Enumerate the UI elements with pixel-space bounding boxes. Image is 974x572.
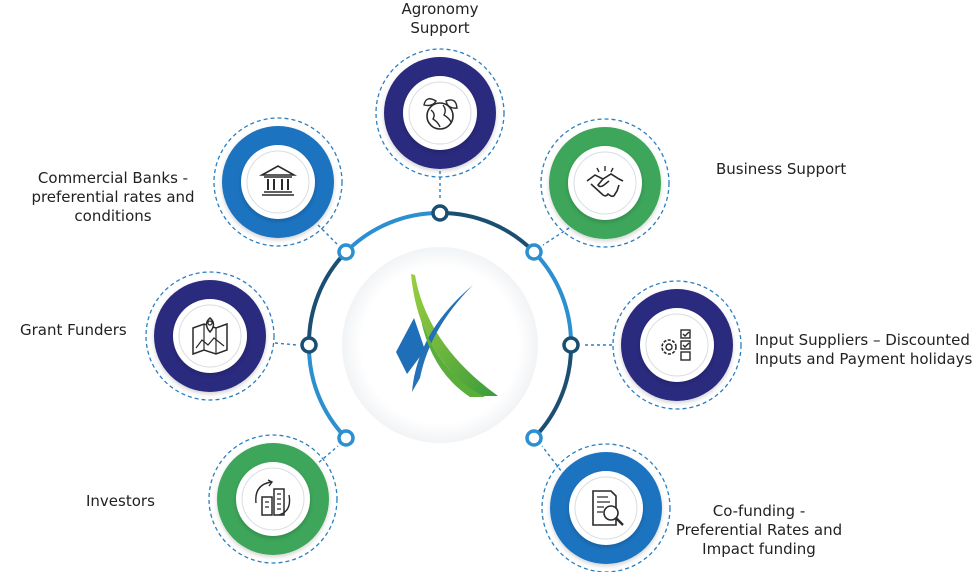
inner-ring-business <box>573 151 637 215</box>
ring-dot-input-suppliers <box>562 336 580 354</box>
map-pin-icon <box>192 317 228 356</box>
node-grant-funders <box>145 271 298 401</box>
inner-disc-commercial-banks <box>241 145 315 219</box>
ring-arc-top-left <box>344 210 442 254</box>
dashed-ring-business <box>540 118 670 248</box>
dashed-ring-commercial-banks <box>213 117 343 247</box>
dashed-ring-agronomy <box>375 48 505 178</box>
label-business: Business Support <box>716 160 847 178</box>
label-investors: Investors <box>86 492 155 510</box>
logo-blue-left-stroke <box>396 318 425 374</box>
ring-dot-grant-funders <box>300 336 318 354</box>
label-commercial-banks: Commercial Banks - preferential rates an… <box>31 169 195 225</box>
inner-ring-investors <box>241 467 305 531</box>
label-co-funding: Co-funding - Preferential Rates and Impa… <box>675 502 843 558</box>
gear-checklist-icon <box>661 329 691 361</box>
handshake-icon <box>586 166 624 198</box>
connector-commercial-banks <box>317 224 338 245</box>
node-co-funding <box>541 443 671 572</box>
connector-business <box>542 227 570 246</box>
ring-arc-left-lower <box>306 343 348 440</box>
node-input-suppliers <box>583 280 742 410</box>
ring-dot-investors <box>337 429 355 447</box>
node-agronomy <box>375 48 505 201</box>
dashed-ring-input-suppliers <box>612 280 742 410</box>
inner-ring-commercial-banks <box>246 150 310 214</box>
document-search-icon <box>592 490 624 526</box>
ring-dot-agronomy <box>431 204 449 222</box>
logo-green-stroke <box>411 274 498 396</box>
inner-ring-agronomy <box>408 81 472 145</box>
ring-dot-commercial-banks <box>337 243 355 261</box>
bank-icon <box>258 165 298 196</box>
inner-disc-agronomy <box>403 76 477 150</box>
ring-arc-top-right <box>438 210 536 254</box>
logo-green-lower <box>421 320 485 397</box>
dashed-ring-investors <box>208 434 338 564</box>
node-commercial-banks <box>213 117 343 247</box>
ring-arc-right-lower <box>532 343 574 440</box>
company-logo <box>396 274 498 397</box>
node-business <box>540 118 670 248</box>
ring-arc-right-upper <box>532 250 574 347</box>
globe-leaf-icon <box>423 98 458 130</box>
inner-disc-business <box>568 146 642 220</box>
building-growth-icon <box>255 479 291 516</box>
label-agronomy: Agronomy Support <box>401 0 479 37</box>
ring-arc-left-upper <box>306 250 348 347</box>
inner-ring-input-suppliers <box>645 313 709 377</box>
ring-dot-co-funding <box>525 429 543 447</box>
label-grant-funders: Grant Funders <box>20 321 127 339</box>
logo-blue-swoosh <box>412 285 473 392</box>
ring-dot-business <box>525 243 543 261</box>
inner-ring-grant-funders <box>178 304 242 368</box>
label-input-suppliers: Input Suppliers – Discounted Inputs and … <box>755 331 973 368</box>
inner-disc-grant-funders <box>173 299 247 373</box>
node-investors <box>208 434 339 564</box>
connection-ring <box>306 210 574 440</box>
inner-disc-investors <box>236 462 310 536</box>
dashed-ring-co-funding <box>541 443 671 572</box>
connector-grant-funders <box>274 342 298 346</box>
inner-ring-co-funding <box>574 476 638 540</box>
inner-disc-input-suppliers <box>640 308 714 382</box>
dashed-ring-grant-funders <box>145 271 275 401</box>
